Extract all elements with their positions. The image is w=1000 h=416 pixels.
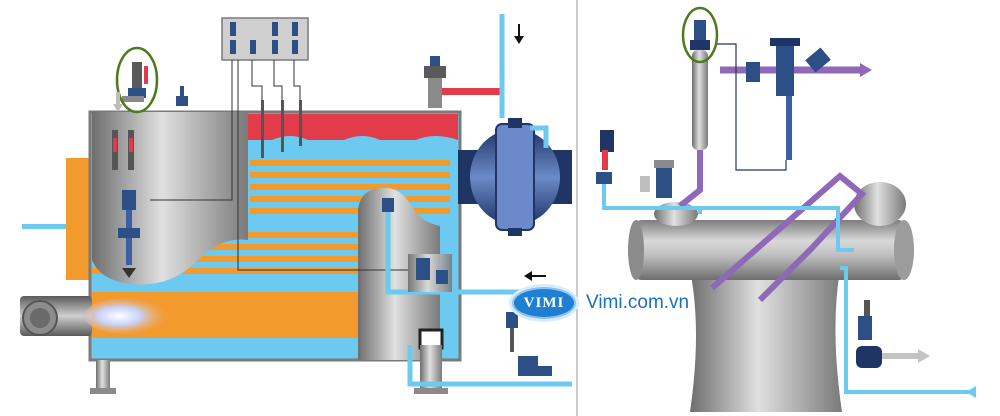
blowdown-valve-assembly <box>118 190 140 278</box>
steam-drum <box>632 220 908 280</box>
steam-purple-line <box>678 140 867 303</box>
control-valve-group <box>746 38 831 160</box>
arrow-right-icon-drain <box>918 349 930 363</box>
drum-water-piping <box>602 176 972 394</box>
safety-valve-icon-drum <box>690 20 710 50</box>
steam-outlet-pipe <box>442 88 502 95</box>
feed-check-valve <box>416 258 448 284</box>
highlight-ring-safety-valve <box>115 46 159 114</box>
pressure-switch <box>596 130 614 184</box>
fire-tube-boiler <box>20 14 572 394</box>
impulse-line <box>716 43 787 171</box>
pump-icon <box>458 118 572 236</box>
vimi-logo-badge: VIMI <box>512 287 576 319</box>
drum-pedestal <box>690 270 842 412</box>
watermark: VIMI Vimi.com.vn <box>512 287 689 319</box>
safety-valve-icon <box>122 62 148 102</box>
watermark-site-text: Vimi.com.vn <box>586 292 690 313</box>
steam-drum-detail <box>596 6 976 412</box>
highlight-ring-drum-valve <box>681 6 719 64</box>
control-wiring <box>150 60 408 271</box>
burner-flame-icon <box>84 298 172 334</box>
level-transmitter <box>640 160 674 198</box>
arrow-right-icon <box>860 63 872 77</box>
arrow-down-icon <box>514 24 524 44</box>
water-level-wave <box>92 136 458 146</box>
water-level-control <box>382 198 394 212</box>
arrow-left-icon-drum <box>966 386 976 398</box>
level-probes <box>261 100 302 158</box>
blowdown-control-valve <box>506 312 552 376</box>
main-steam-valve <box>424 56 446 108</box>
arrow-left-icon <box>524 271 546 281</box>
steam-trap <box>856 300 882 368</box>
rear-reversing-chamber <box>358 187 440 360</box>
